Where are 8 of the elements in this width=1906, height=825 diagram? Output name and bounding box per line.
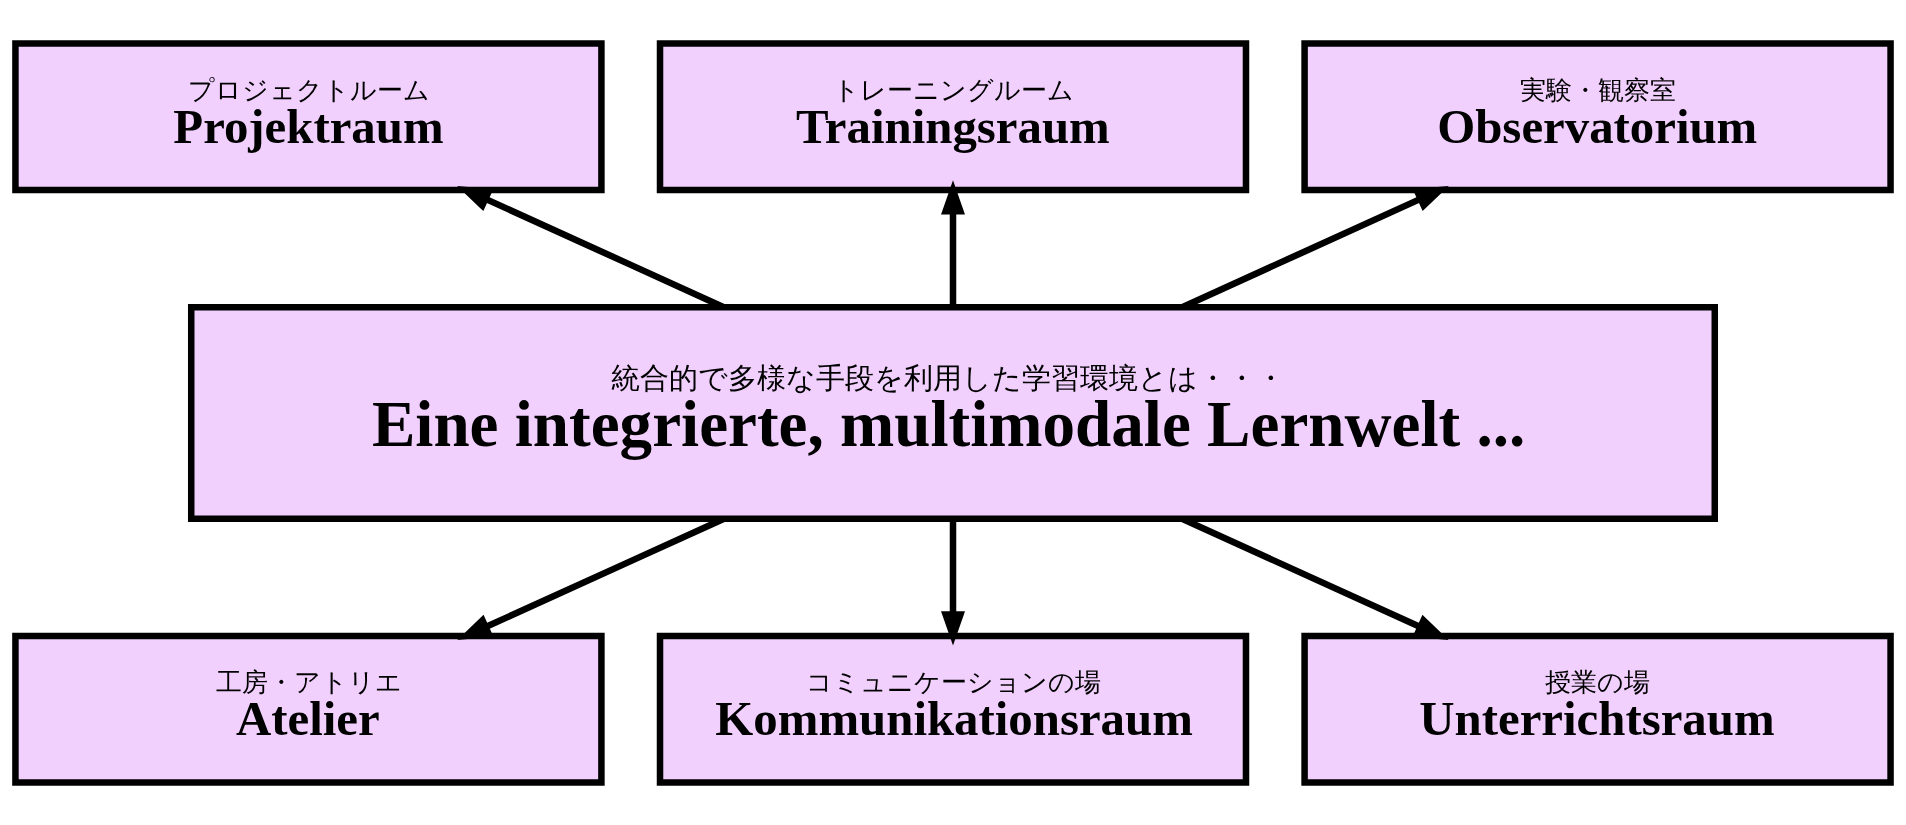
node-box: コミュニケーションの場 Kommunikationsraum bbox=[656, 632, 1250, 786]
node-box: トレーニングルーム Trainingsraum bbox=[656, 39, 1250, 193]
arrow bbox=[941, 179, 965, 307]
node-box: プロジェクトルーム Projektraum bbox=[12, 39, 605, 193]
node-box: 実験・観察室 Observatorium bbox=[1301, 39, 1894, 193]
node-box: 工房・アトリエ Atelier bbox=[12, 632, 605, 786]
node-box: 統合的で多様な手段を利用した学習環境とは・・・ Eine integrierte, multimodale Lernwelt ... bbox=[187, 303, 1719, 522]
node-box: 授業の場 Unterrichtsraum bbox=[1301, 632, 1894, 786]
